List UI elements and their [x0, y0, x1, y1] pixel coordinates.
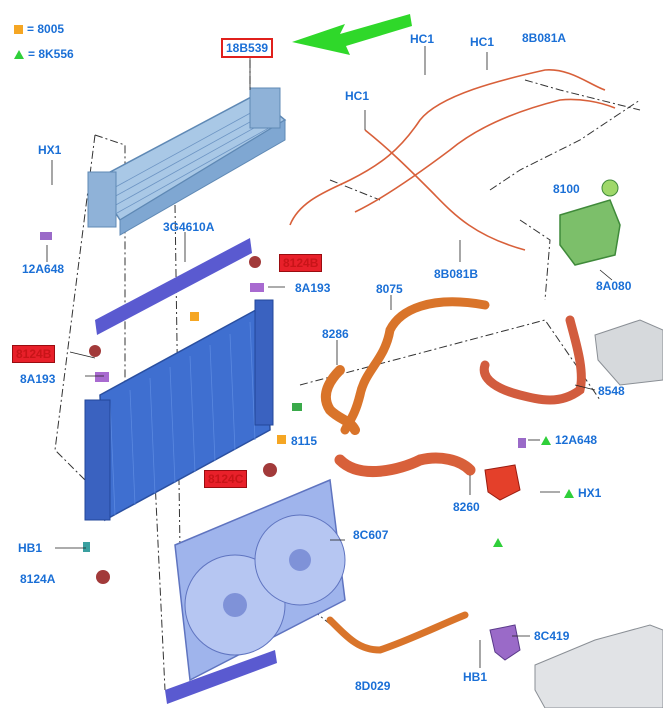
label-hx1-right[interactable]: HX1 — [564, 486, 601, 500]
label-8124A[interactable]: 8124A — [20, 572, 56, 586]
label-3G4610A[interactable]: 3G4610A — [163, 220, 215, 234]
triangle-marker-icon — [541, 436, 551, 446]
label-8548[interactable]: 8548 — [598, 384, 625, 398]
label-8A193-right[interactable]: 8A193 — [295, 281, 331, 295]
triangle-marker-icon — [564, 489, 574, 499]
expansion-tank — [559, 179, 621, 266]
engine-components — [534, 319, 663, 709]
label-hc1-left[interactable]: HC1 — [345, 89, 370, 103]
coolant-hoses — [320, 297, 490, 654]
marker-8005-1 — [190, 312, 199, 321]
fitting-8C419 — [489, 624, 521, 661]
heater-hoses — [479, 315, 586, 405]
label-hc1-right[interactable]: HC1 — [470, 35, 495, 49]
charge-air-cooler — [87, 87, 287, 236]
label-hc1-middle[interactable]: HC1 — [410, 32, 435, 46]
fan-shroud — [174, 478, 346, 682]
label-8075[interactable]: 8075 — [376, 282, 403, 296]
label-8B081A[interactable]: 8B081A — [522, 31, 567, 45]
marker-8K556-1 — [493, 538, 503, 547]
label-8C607[interactable]: 8C607 — [353, 528, 389, 542]
label-8124C[interactable]: 8124C — [204, 470, 248, 488]
legend-item-8005: = 8005 — [14, 22, 64, 36]
label-18B539[interactable]: 18B539 — [221, 38, 274, 58]
label-8A193-left[interactable]: 8A193 — [20, 372, 56, 386]
leader-lines — [46, 46, 613, 668]
marker-8005-2 — [277, 435, 286, 444]
pointer-arrow — [292, 14, 412, 55]
label-12A648-right[interactable]: 12A648 — [541, 433, 597, 447]
label-8100[interactable]: 8100 — [553, 182, 580, 196]
label-8B081B[interactable]: 8B081B — [434, 267, 479, 281]
label-8115[interactable]: 8115 — [291, 434, 318, 448]
label-hb1-left[interactable]: HB1 — [18, 541, 43, 555]
label-8260[interactable]: 8260 — [453, 500, 480, 514]
triangle-marker-icon — [14, 50, 24, 60]
label-8A080[interactable]: 8A080 — [596, 279, 632, 293]
thermostat-housing — [484, 464, 521, 501]
label-8124B-right[interactable]: 8124B — [279, 254, 323, 272]
fittings — [40, 232, 526, 584]
square-marker-icon — [14, 25, 23, 35]
label-hb1-right[interactable]: HB1 — [463, 670, 488, 684]
radiator — [84, 299, 274, 522]
label-12A648-left[interactable]: 12A648 — [22, 262, 65, 276]
heater-tubes — [289, 69, 616, 251]
label-8D029[interactable]: 8D029 — [355, 679, 391, 693]
seal-strip-upper — [95, 238, 252, 335]
label-8286[interactable]: 8286 — [322, 327, 349, 341]
label-8C419[interactable]: 8C419 — [534, 629, 570, 643]
label-8124B-left[interactable]: 8124B — [12, 345, 56, 363]
seal-strip-lower — [165, 650, 277, 704]
label-hx1-top[interactable]: HX1 — [38, 143, 62, 157]
legend-item-8K556: = 8K556 — [14, 47, 74, 61]
